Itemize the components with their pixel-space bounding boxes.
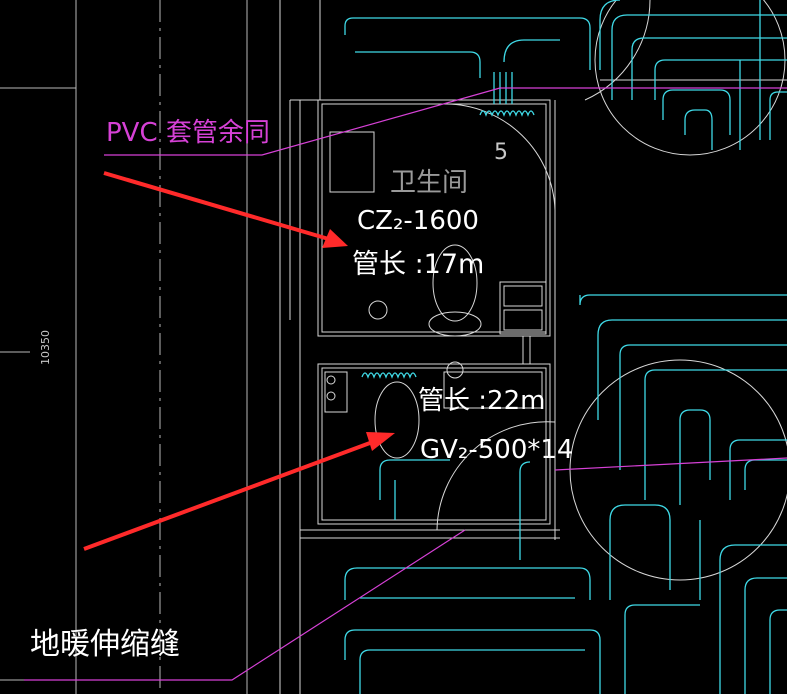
walls bbox=[279, 0, 787, 694]
arrow-shaft-upper bbox=[103, 171, 333, 242]
annotation-leaders bbox=[24, 87, 787, 681]
upper-pipe-length: 管长 :17m bbox=[352, 249, 485, 280]
upper-pipe-code: CZ₂-1600 bbox=[357, 206, 479, 236]
pvc-sleeve-label: PVC 套管余同 bbox=[106, 118, 270, 148]
expansion-joint-label: 地暖伸缩缝 bbox=[30, 627, 180, 662]
lower-pipe-length: 管长 :22m bbox=[418, 386, 546, 416]
grid-lines bbox=[0, 0, 248, 694]
room-number: 5 bbox=[494, 140, 508, 165]
dimension-label: 10350 bbox=[39, 330, 52, 365]
arrow-head-lower bbox=[366, 432, 395, 451]
red-arrows bbox=[83, 171, 395, 551]
arrow-head-upper bbox=[322, 229, 348, 248]
room-name: 卫生间 bbox=[390, 168, 469, 198]
lower-pipe-code: GV₂-500*14 bbox=[420, 435, 574, 465]
arrow-shaft-lower bbox=[83, 438, 379, 551]
floor-heating-pipes bbox=[344, 0, 787, 694]
